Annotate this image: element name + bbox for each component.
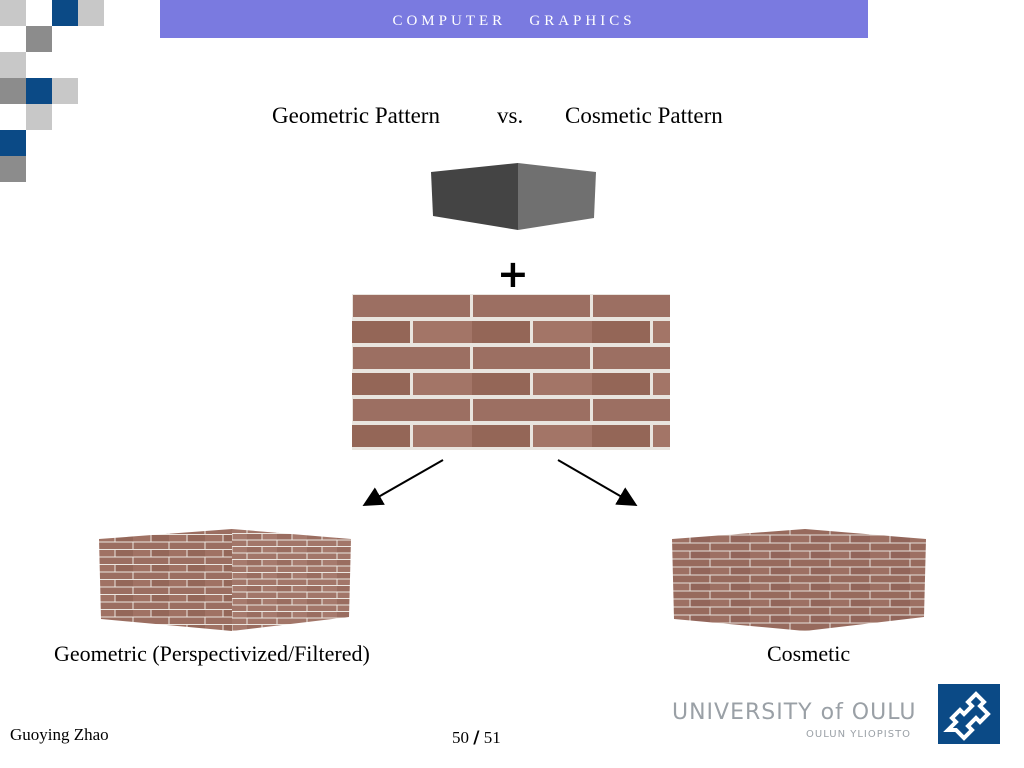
corner-square	[0, 52, 26, 78]
footer-author: Guoying Zhao	[10, 725, 109, 744]
label-cosmetic: Cosmetic	[767, 641, 851, 666]
corner-square	[0, 78, 26, 104]
header-title: COMPUTER GRAPHICS	[392, 13, 636, 29]
corner-square	[52, 0, 78, 26]
box-right-face	[518, 163, 596, 230]
corner-square	[26, 26, 52, 52]
cosmetic-right-face	[805, 529, 926, 631]
corner-square	[26, 104, 52, 130]
page-number: 50 / 51	[452, 728, 501, 748]
page-separator: /	[473, 728, 480, 748]
geometric-left-face	[99, 529, 232, 631]
university-name: UNIVERSITY of OULU	[672, 700, 917, 725]
geometric-brick-box	[99, 529, 351, 631]
plus-sign: +	[497, 252, 529, 296]
cosmetic-brick-box	[672, 529, 926, 631]
arrow-to-cosmetic	[557, 459, 638, 507]
corner-square	[78, 0, 104, 26]
plain-geometry-shape	[431, 163, 596, 230]
cosmetic-left-face	[672, 529, 805, 631]
corner-square	[52, 78, 78, 104]
page-total: 51	[483, 728, 501, 747]
corner-square	[0, 156, 26, 182]
corner-square	[26, 78, 52, 104]
corner-square	[0, 130, 26, 156]
label-geometric: Geometric (Perspectivized/Filtered)	[54, 641, 370, 666]
university-logo-icon	[938, 684, 1000, 744]
corner-square	[0, 0, 26, 26]
geometric-right-face	[232, 529, 351, 631]
box-left-face	[431, 163, 518, 230]
heading-cosmetic: Cosmetic Pattern	[565, 103, 723, 128]
heading-geometric: Geometric Pattern	[272, 103, 440, 128]
arrow-to-geometric	[362, 459, 444, 506]
heading-vs: vs.	[497, 103, 524, 128]
page-current: 50	[452, 728, 469, 747]
brick-texture	[352, 294, 670, 450]
slide-header-bar: COMPUTER GRAPHICS	[160, 0, 868, 38]
university-subname: OULUN YLIOPISTO	[806, 729, 912, 740]
